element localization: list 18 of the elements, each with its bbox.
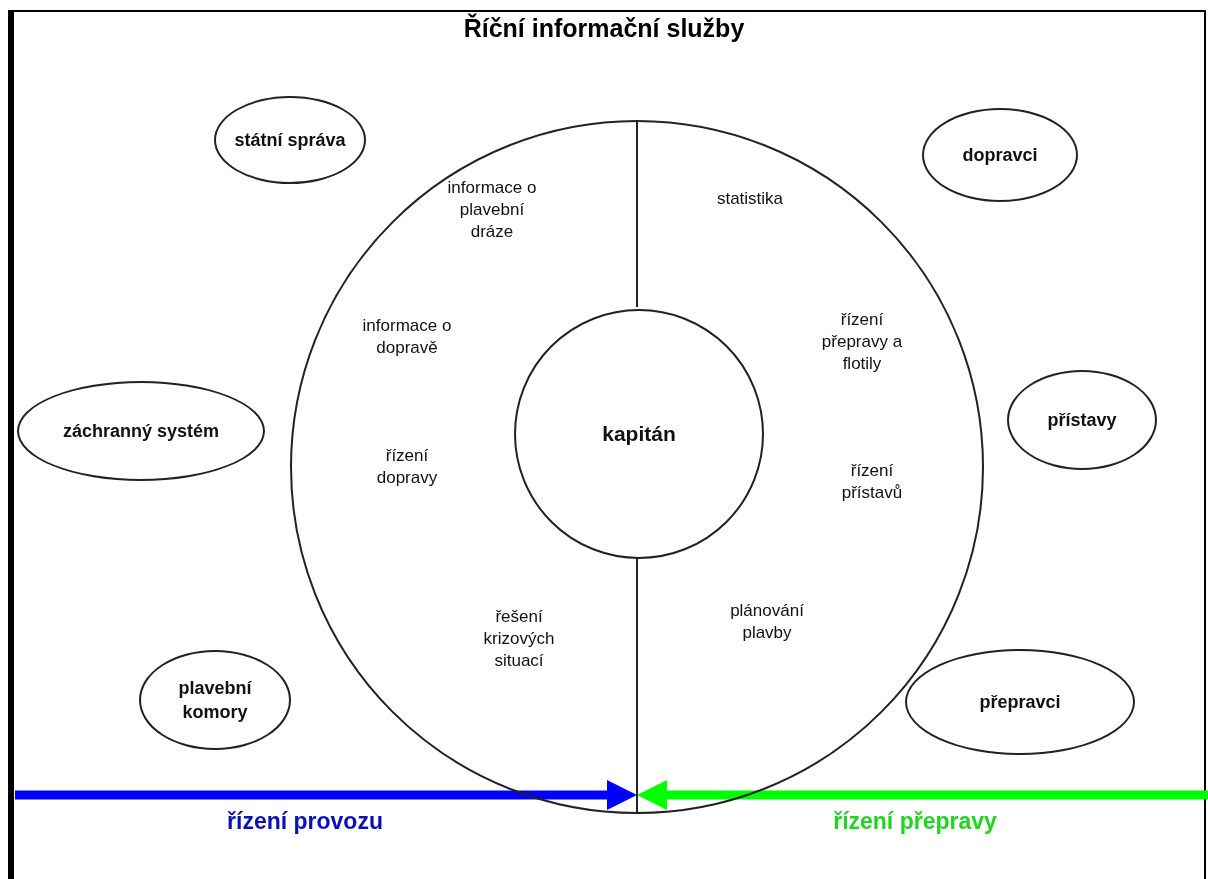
node-label: státní správa bbox=[233, 129, 347, 152]
service-label: informace o dopravě bbox=[361, 315, 453, 359]
node-label: záchranný systém bbox=[61, 420, 221, 443]
node-label: kapitán bbox=[601, 422, 677, 446]
node-label: dopravci bbox=[961, 144, 1039, 167]
service-label: řešení krizových situací bbox=[482, 606, 556, 672]
diagram-title: Říční informační služby bbox=[462, 14, 746, 43]
section-label: řízení provozu bbox=[227, 808, 383, 835]
node-label: přepravci bbox=[978, 691, 1062, 714]
service-label: plánování plavby bbox=[729, 600, 805, 644]
service-label: řízení přístavů bbox=[840, 460, 904, 504]
node-label: plavební komory bbox=[177, 677, 253, 724]
service-label: řízení přepravy a flotily bbox=[820, 309, 904, 375]
service-label: statistika bbox=[715, 188, 785, 210]
service-label: řízení dopravy bbox=[375, 445, 439, 489]
node-label: přístavy bbox=[1046, 409, 1118, 432]
service-label: informace o plavební dráze bbox=[446, 177, 538, 243]
section-label: řízení přepravy bbox=[833, 808, 997, 835]
